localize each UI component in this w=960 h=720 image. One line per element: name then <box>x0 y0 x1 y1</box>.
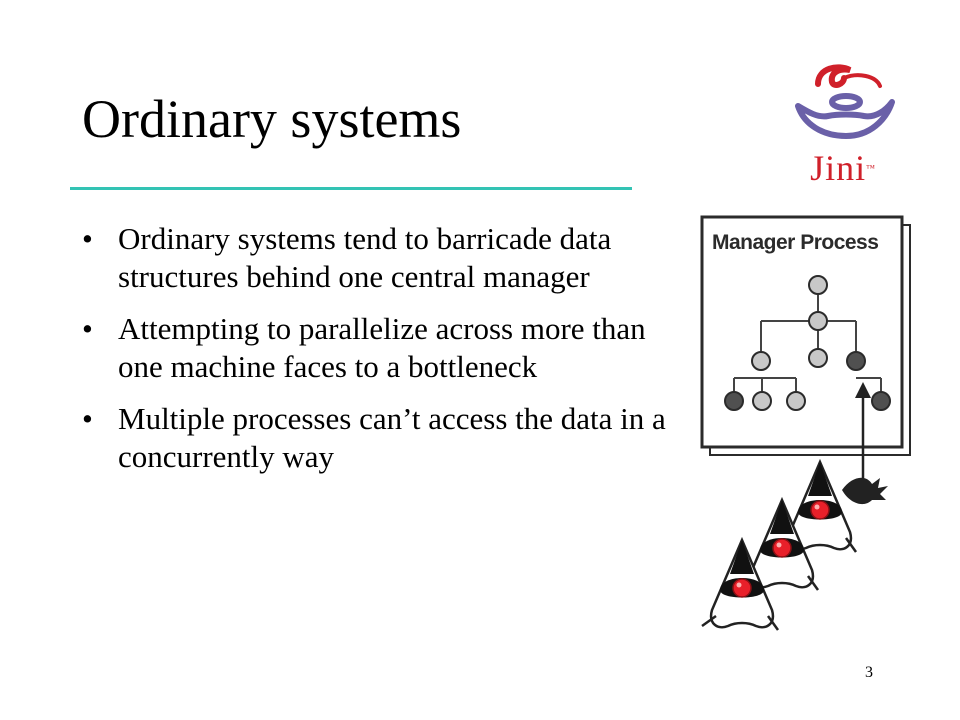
tree-node <box>871 391 891 411</box>
bullet-item: • Attempting to parallelize across more … <box>82 310 682 386</box>
bullet-marker: • <box>82 221 93 256</box>
jini-logo: Jini™ <box>788 62 898 190</box>
page-number: 3 <box>865 664 873 681</box>
tree-nodes <box>724 275 891 411</box>
arrow-head-icon <box>855 382 871 398</box>
tree-node <box>846 351 866 371</box>
trademark-symbol: ™ <box>866 163 876 173</box>
bullet-item: • Ordinary systems tend to barricade dat… <box>82 220 682 296</box>
tree-node <box>786 391 806 411</box>
bullet-list: • Ordinary systems tend to barricade dat… <box>82 220 682 490</box>
tree-node <box>751 351 771 371</box>
tree-node <box>808 348 828 368</box>
bullet-text: Multiple processes can’t access the data… <box>118 401 666 474</box>
jini-lamp-icon <box>795 64 895 139</box>
bullet-item: • Multiple processes can’t access the da… <box>82 400 682 476</box>
bullet-marker: • <box>82 311 93 346</box>
tree-node <box>808 311 828 331</box>
raised-hand-icon <box>842 477 888 505</box>
jini-wordmark: Jini™ <box>810 148 876 188</box>
title-underline <box>70 187 632 190</box>
bullet-text: Attempting to parallelize across more th… <box>118 311 646 384</box>
slide-title: Ordinary systems <box>82 89 462 149</box>
bullet-text: Ordinary systems tend to barricade data … <box>118 221 612 294</box>
manager-process-illustration: Manager Process <box>700 215 912 457</box>
tree-node <box>752 391 772 411</box>
tree-node <box>724 391 744 411</box>
tree-node <box>808 275 828 295</box>
bullet-marker: • <box>82 401 93 436</box>
process-agents-illustration <box>700 380 910 650</box>
manager-process-label: Manager Process <box>712 231 879 254</box>
